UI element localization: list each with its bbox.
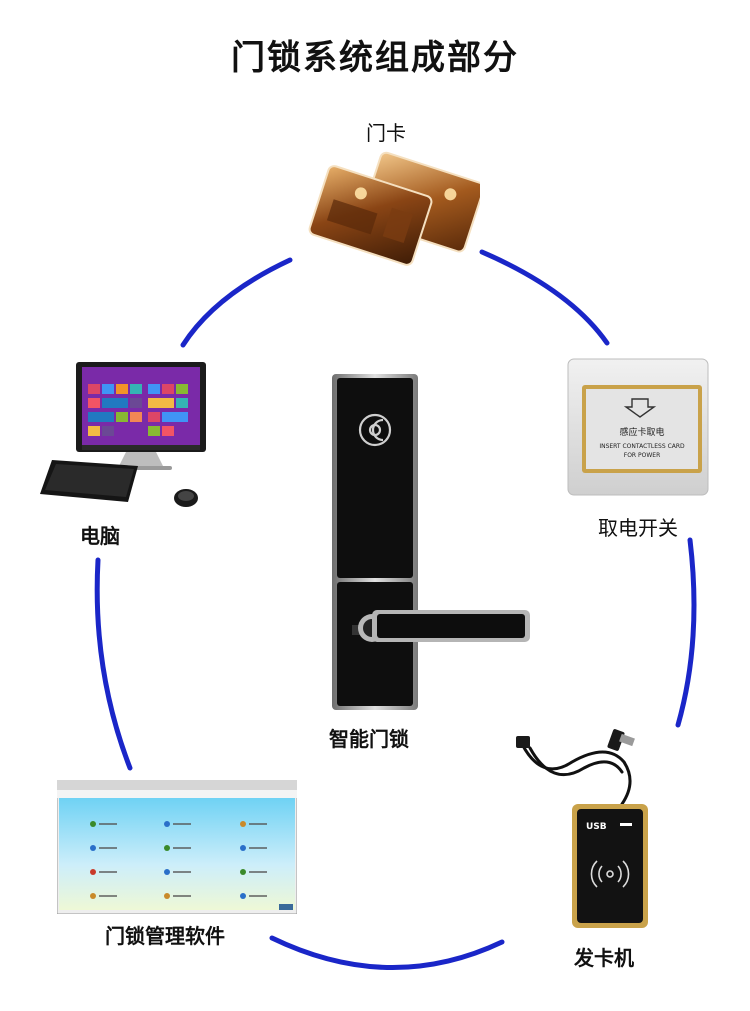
power-switch-image: 感应卡取电 INSERT CONTACTLESS CARD FOR POWER	[567, 358, 709, 496]
software-label: 门锁管理软件	[105, 924, 225, 948]
page-title: 门锁系统组成部分	[231, 38, 519, 78]
power-switch-label: 取电开关	[598, 516, 678, 540]
computer-label: 电脑	[80, 524, 120, 548]
arc-card-to-computer	[180, 257, 293, 348]
power-switch-plate-line1: 感应卡取电	[619, 426, 664, 438]
power-switch-plate-line2: INSERT CONTACTLESS CARD	[599, 443, 685, 450]
arc-card-to-switch	[479, 249, 610, 346]
arc-switch-to-encoder	[675, 537, 697, 728]
smart-lock-image	[332, 374, 530, 710]
computer-image	[40, 362, 206, 507]
software-screenshot	[57, 780, 297, 914]
card-encoder-image: USB	[516, 729, 648, 928]
smart-lock-label: 智能门锁	[329, 727, 409, 751]
encoder-brand: USB	[586, 822, 607, 832]
arc-computer-to-software	[94, 557, 133, 771]
power-switch-plate-line3: FOR POWER	[624, 452, 660, 459]
card-label: 门卡	[366, 121, 406, 145]
arc-software-to-encoder	[269, 935, 505, 970]
door-card-image	[308, 151, 480, 266]
encoder-label: 发卡机	[574, 946, 634, 970]
